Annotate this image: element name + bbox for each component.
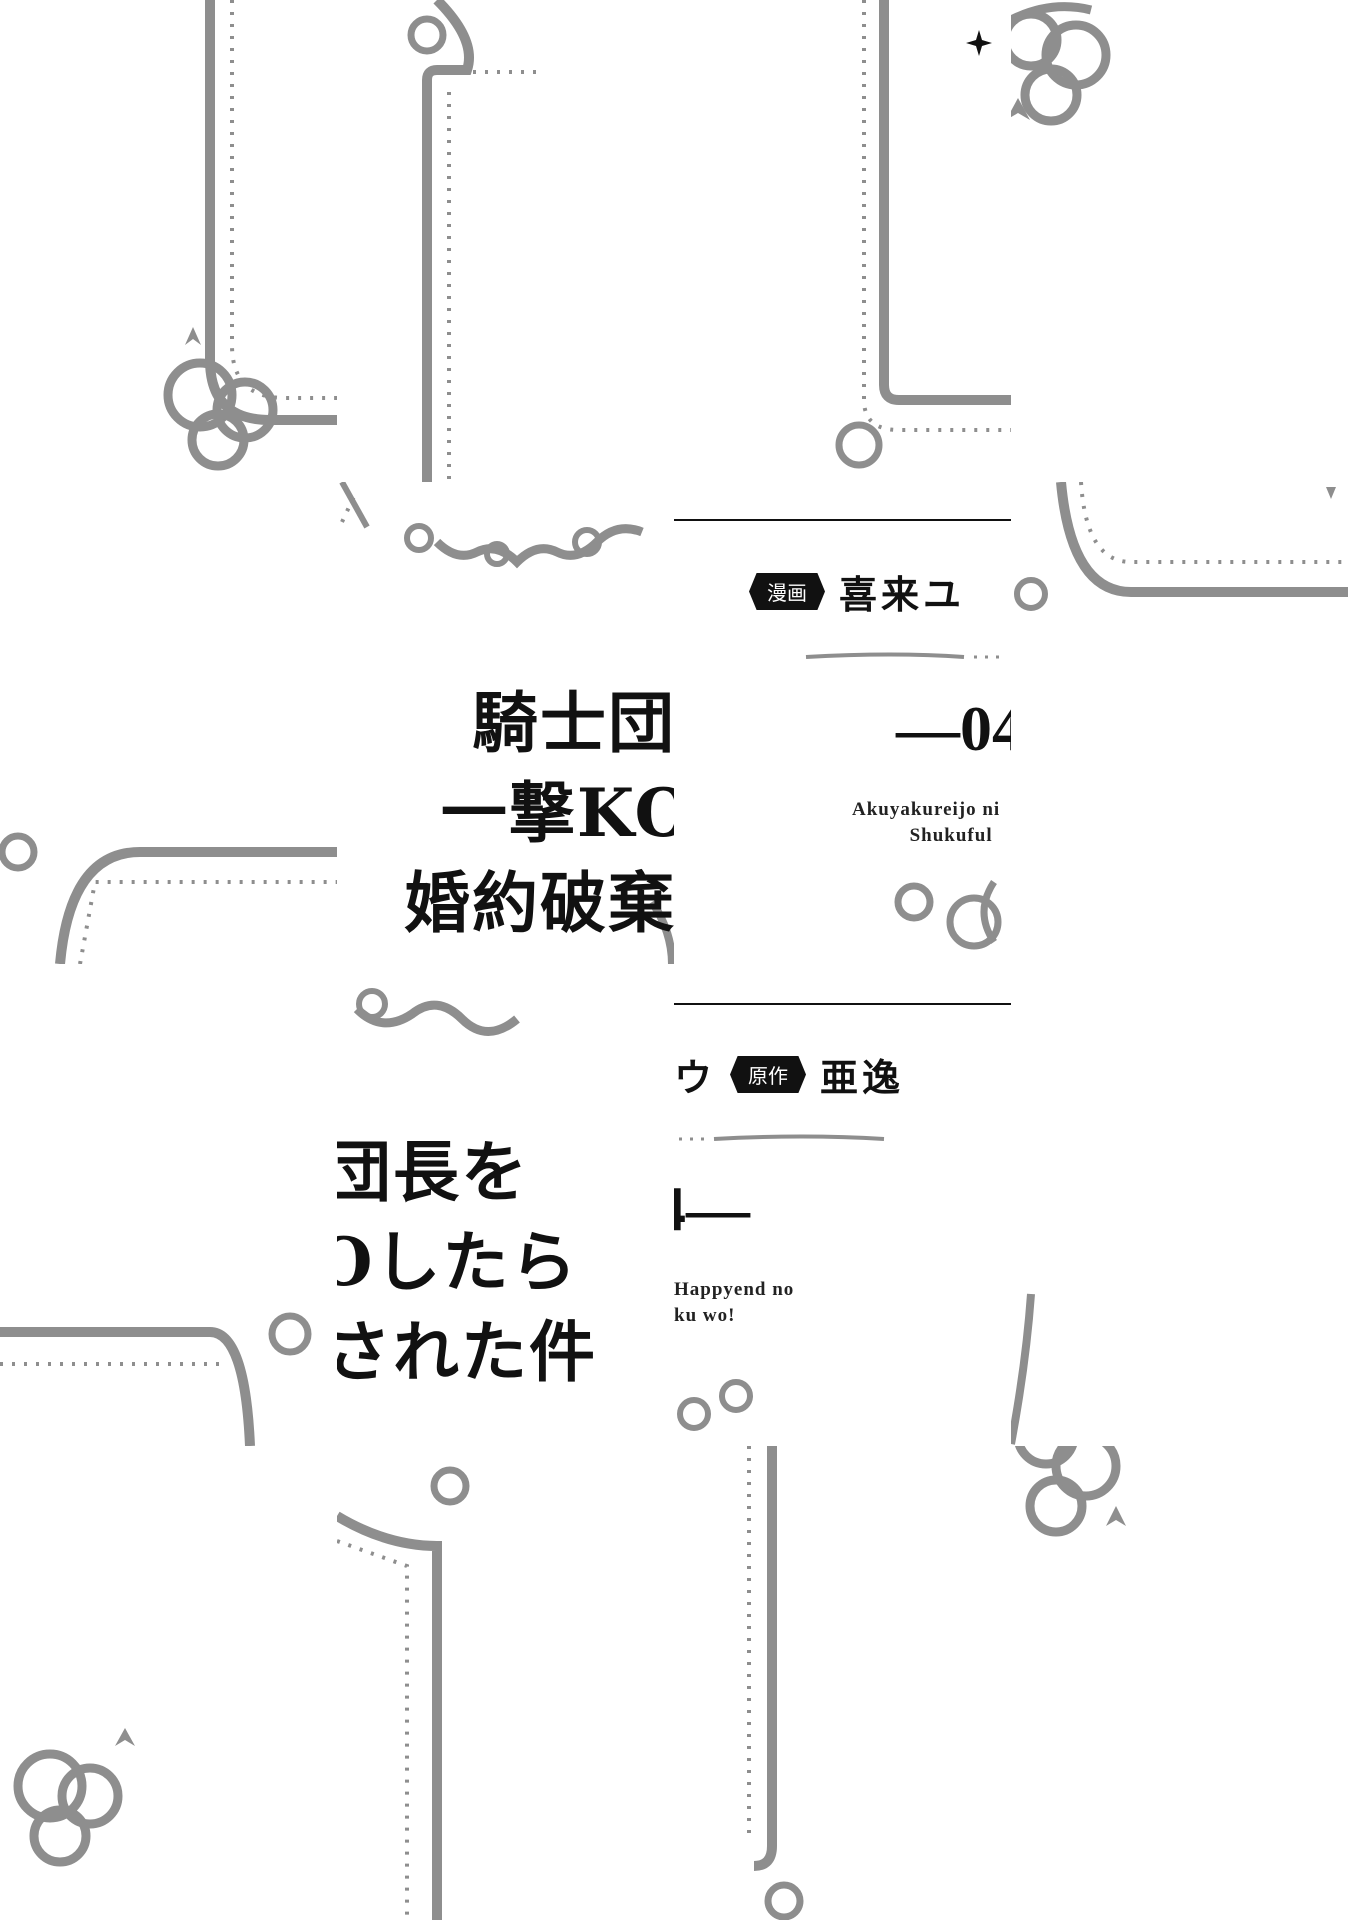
title-ornament-top-icon xyxy=(339,482,674,964)
title-line2-right: Oしたら xyxy=(337,1223,579,1301)
manga-badge: 漫画 xyxy=(749,573,825,610)
ornament-frame-top-icon xyxy=(0,832,337,964)
tile-r3c3: ウ 原作 亜逸 4— Happyend no ku wo! xyxy=(674,964,1011,1446)
credit-rule-icon xyxy=(674,519,1011,950)
manga-name: 喜来ユ xyxy=(839,573,966,617)
title-ornament-bottom-icon xyxy=(353,988,520,1036)
original-badge: 原作 xyxy=(730,1056,807,1093)
ornament-frame-corner-icon xyxy=(835,0,1011,469)
original-credit: ウ 原作 亜逸 xyxy=(674,1047,904,1102)
ornament-frame-corner-icon xyxy=(163,0,337,471)
ornament-border-icon xyxy=(1011,1293,1035,1445)
subtitle-right: Happyend no ku wo! xyxy=(674,1277,794,1329)
subtitle-left-line1: Akuyakureijo ni xyxy=(852,799,1001,820)
tile-r2c3: 漫画 喜来ユ —04 Akuyakureijo ni Shukuful xyxy=(674,482,1011,964)
title-line3-left: 婚約破棄 xyxy=(404,864,674,942)
tile-r3c2: 団長を Oしたら された件 xyxy=(337,964,674,1446)
credit-rule-icon xyxy=(674,1003,1011,1431)
chapter-number-left: —04 xyxy=(896,693,1011,764)
artist-name-tail: ウ xyxy=(674,1056,717,1100)
tile-r1c2 xyxy=(337,0,674,482)
tile-r1c1 xyxy=(0,0,337,482)
ornament-border-icon xyxy=(407,0,537,482)
subtitle-right-line2: ku wo! xyxy=(674,1305,736,1326)
tile-r3c1 xyxy=(0,964,337,1446)
subtitle-left: Akuyakureijo ni Shukuful xyxy=(852,797,1000,849)
subtitle-right-line1: Happyend no xyxy=(674,1279,795,1300)
tile-r1c3 xyxy=(674,0,1011,482)
tile-r2c1 xyxy=(0,482,337,964)
ornament-flourish-icon xyxy=(1011,2,1111,126)
ornament-frame-bottom-icon xyxy=(747,1446,804,1920)
tile-r4c3 xyxy=(674,1446,1011,1928)
tile-r2c4 xyxy=(1011,482,1348,964)
chapter-number-right: 4— xyxy=(674,1173,750,1244)
title-line3-right: された件 xyxy=(337,1313,597,1391)
ornament-frame-bottom-icon xyxy=(337,1466,470,1920)
ornament-flourish-icon xyxy=(1015,1446,1126,1537)
ornament-frame-corner-icon xyxy=(1014,482,1348,611)
tile-r3c4 xyxy=(1011,964,1348,1446)
title-line2-left: 一撃KO xyxy=(440,774,674,852)
tile-r4c1 xyxy=(0,1446,337,1928)
tile-r1c4 xyxy=(1011,0,1348,482)
tile-r4c4 xyxy=(1011,1446,1348,1928)
title-line1-right: 団長を xyxy=(337,1133,529,1211)
ornament-frame-bottom-icon xyxy=(0,1312,312,1446)
title-line1-left: 騎士団 xyxy=(472,684,674,762)
subtitle-left-line2: Shukuful xyxy=(909,825,993,846)
tile-r2c2: 騎士団 一撃KO 婚約破棄 xyxy=(337,482,674,964)
tile-r4c2 xyxy=(337,1446,674,1928)
manga-credit: 漫画 喜来ユ xyxy=(749,564,965,619)
ornament-flourish-icon xyxy=(13,1728,135,1867)
original-name: 亜逸 xyxy=(820,1056,905,1100)
